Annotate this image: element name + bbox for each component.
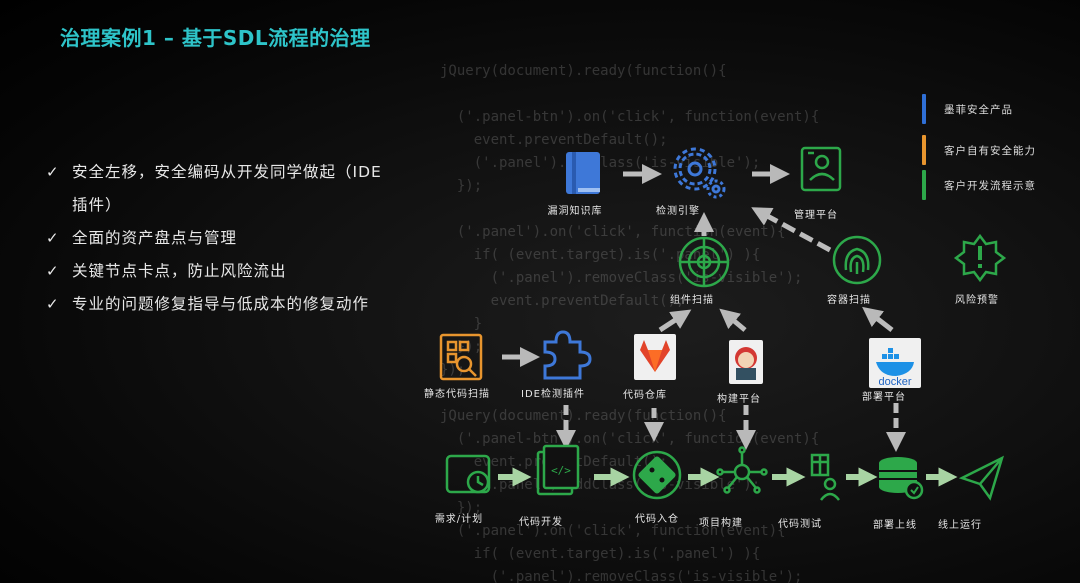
bullet-text: 专业的问题修复指导与低成本的修复动作	[72, 295, 370, 313]
code-file-icon: </>	[536, 444, 580, 496]
book-icon	[566, 152, 600, 194]
bullet-item: ✓ 关键节点卡点，防止风险流出	[46, 255, 396, 288]
node-label-run-online: 线上运行	[938, 518, 982, 531]
node-label-code-merge: 代码入仓	[635, 512, 679, 525]
node-label-project-build: 项目构建	[699, 516, 743, 529]
bullet-list: ✓ 安全左移，安全编码从开发同学做起（IDE插件） ✓ 全面的资产盘点与管理 ✓ 关键…	[46, 156, 396, 321]
node-label-build-platform: 构建平台	[717, 392, 761, 405]
node-label-risk-alert: 风险预警	[955, 293, 999, 306]
check-icon: ✓	[46, 295, 60, 313]
jenkins-icon	[729, 340, 763, 384]
bullet-item: ✓ 安全左移，安全编码从开发同学做起（IDE插件）	[46, 156, 396, 222]
bullet-text: 关键节点卡点，防止风险流出	[72, 262, 287, 280]
node-label-ide-plugin: IDE检测插件	[521, 387, 585, 400]
bullet-text: 全面的资产盘点与管理	[72, 229, 238, 247]
alert-badge-icon	[953, 233, 1007, 283]
fingerprint-icon	[832, 235, 882, 285]
node-label-component-scan: 组件扫描	[670, 293, 714, 306]
legend-swatch	[922, 135, 926, 165]
legend-swatch	[922, 94, 926, 124]
legend-swatch	[922, 170, 926, 200]
radar-icon	[678, 236, 730, 288]
connector-arrows	[498, 164, 958, 487]
paper-plane-icon	[958, 455, 1005, 501]
tester-icon	[810, 453, 840, 501]
node-label-deploy-online: 部署上线	[873, 518, 917, 531]
check-icon: ✓	[46, 163, 60, 181]
check-icon: ✓	[46, 262, 60, 280]
node-label-code-repo: 代码仓库	[623, 388, 667, 401]
node-label-code-test: 代码测试	[778, 517, 822, 530]
check-icon: ✓	[46, 229, 60, 247]
node-label-mgmt-platform: 管理平台	[794, 208, 838, 221]
database-deploy-icon	[879, 457, 924, 500]
node-label-detect-engine: 检测引擎	[656, 204, 700, 217]
bullet-item: ✓ 全面的资产盘点与管理	[46, 222, 396, 255]
legend-label: 客户开发流程示意	[944, 180, 1036, 192]
node-label-container-scan: 容器扫描	[827, 293, 871, 306]
gears-icon	[673, 147, 726, 199]
node-label-static-scan: 静态代码扫描	[424, 387, 490, 400]
git-merge-icon	[632, 450, 682, 500]
docker-wordmark: docker	[878, 376, 911, 388]
clock-calendar-icon	[445, 454, 491, 494]
node-label-req-plan: 需求/计划	[435, 512, 483, 525]
id-card-icon	[800, 146, 842, 192]
network-hub-icon	[716, 446, 768, 494]
gitlab-icon	[634, 334, 676, 380]
code-scan-icon	[439, 333, 483, 381]
legend-label: 墨菲安全产品	[944, 104, 1013, 116]
bullet-text: 安全左移，安全编码从开发同学做起（IDE插件）	[72, 163, 382, 214]
puzzle-icon	[543, 330, 592, 380]
bullet-item: ✓ 专业的问题修复指导与低成本的修复动作	[46, 288, 396, 321]
node-label-vuln-kb: 漏洞知识库	[548, 204, 603, 217]
node-label-code-dev: 代码开发	[519, 515, 563, 528]
page-title: 治理案例1 – 基于SDL流程的治理	[60, 26, 371, 50]
node-label-deploy-platform: 部署平台	[862, 390, 906, 403]
legend-label: 客户自有安全能力	[944, 145, 1036, 157]
svg-text:</>: </>	[551, 464, 571, 477]
docker-icon: docker	[869, 338, 921, 388]
